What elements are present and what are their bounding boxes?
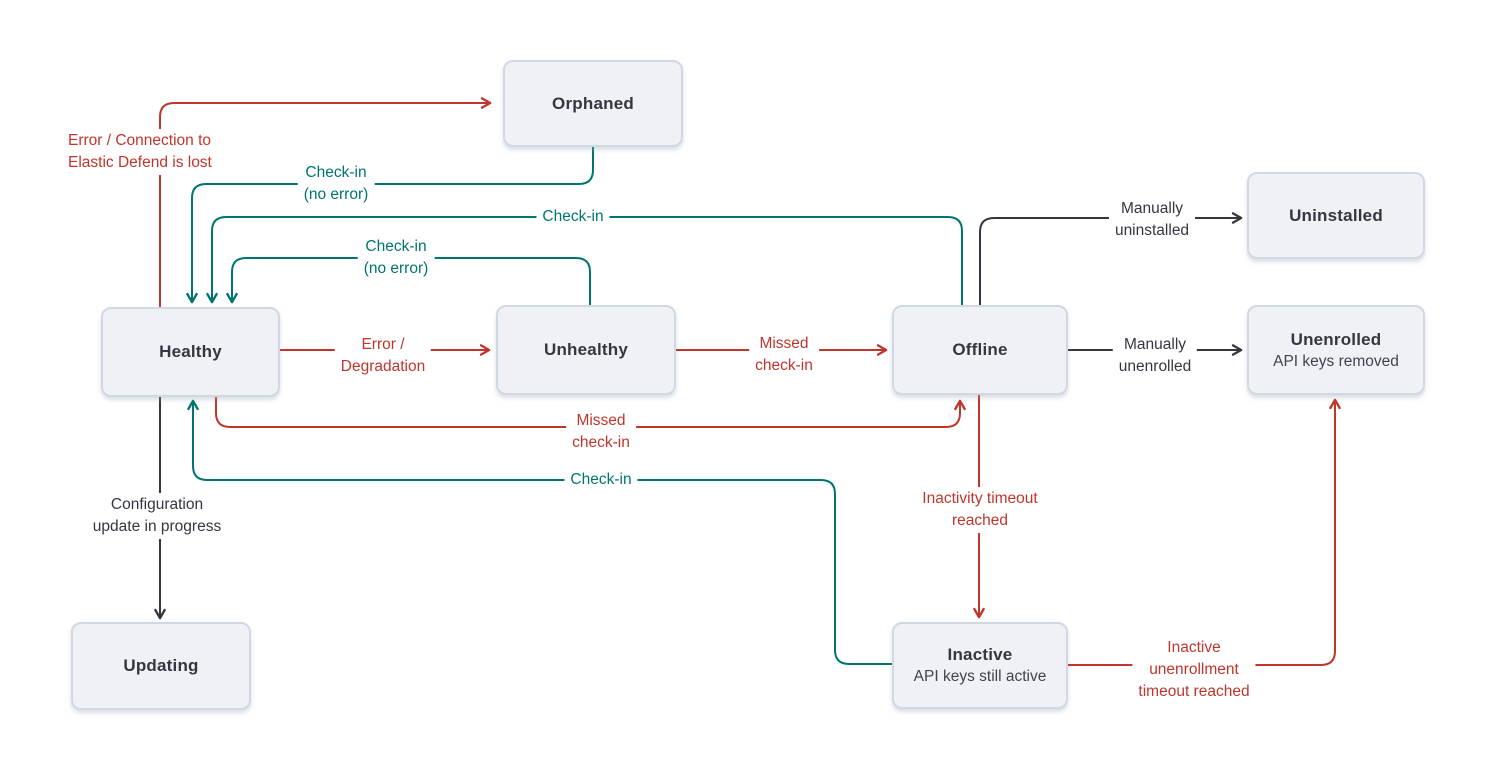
state-inactive: Inactive API keys still active: [892, 622, 1068, 709]
transition-label-inactive-unenrollment-timeout: Inactive unenrollment timeout reached: [1132, 636, 1256, 704]
transition-label-inactivity-timeout: Inactivity timeout reached: [916, 487, 1044, 533]
state-updating-label: Updating: [123, 656, 199, 675]
state-orphaned-label: Orphaned: [552, 93, 634, 113]
state-healthy: Healthy: [101, 307, 280, 397]
state-unenrolled-sublabel: API keys removed: [1273, 352, 1399, 370]
state-unenrolled: Unenrolled API keys removed: [1247, 305, 1425, 395]
state-uninstalled: Uninstalled: [1247, 172, 1425, 259]
transition-label-manually-unenrolled: Manually unenrolled: [1112, 333, 1198, 379]
edge-orphaned-healthy: [186, 146, 594, 304]
transition-label-configuration-update: Configuration update in progress: [86, 493, 228, 539]
transition-label-checkin-no-error-orphaned: Check-in (no error): [297, 161, 375, 207]
edge-inactive-unenrolled: [1067, 398, 1341, 666]
state-updating: Updating: [71, 622, 251, 710]
transition-label-checkin-no-error-unhealthy: Check-in (no error): [357, 235, 435, 281]
state-uninstalled-label: Uninstalled: [1289, 205, 1383, 225]
edge-offline-uninstalled: [979, 212, 1243, 306]
transition-label-manually-uninstalled: Manually uninstalled: [1108, 197, 1196, 243]
state-offline: Offline: [892, 305, 1068, 395]
transition-label-error-degradation: Error / Degradation: [334, 333, 432, 379]
state-inactive-label: Inactive: [947, 645, 1013, 664]
edge-healthy-orphaned: [159, 97, 492, 308]
state-unenrolled-label: Unenrolled: [1290, 329, 1382, 349]
transition-label-missed-checkin-lower: Missed check-in: [566, 409, 636, 455]
state-inactive-sublabel: API keys still active: [913, 668, 1047, 685]
edge-inactive-healthy: [187, 399, 893, 665]
transition-label-checkin-inactive: Check-in: [564, 468, 638, 492]
transition-label-error-connection-lost: Error / Connection to Elastic Defend is …: [62, 129, 218, 175]
state-offline-label: Offline: [952, 340, 1008, 359]
state-orphaned: Orphaned: [503, 60, 683, 147]
state-unhealthy: Unhealthy: [496, 305, 676, 395]
transition-label-missed-checkin-upper: Missed check-in: [749, 332, 819, 378]
transition-label-checkin-offline: Check-in: [536, 205, 610, 229]
state-unhealthy-label: Unhealthy: [544, 340, 628, 359]
state-healthy-label: Healthy: [159, 342, 222, 361]
